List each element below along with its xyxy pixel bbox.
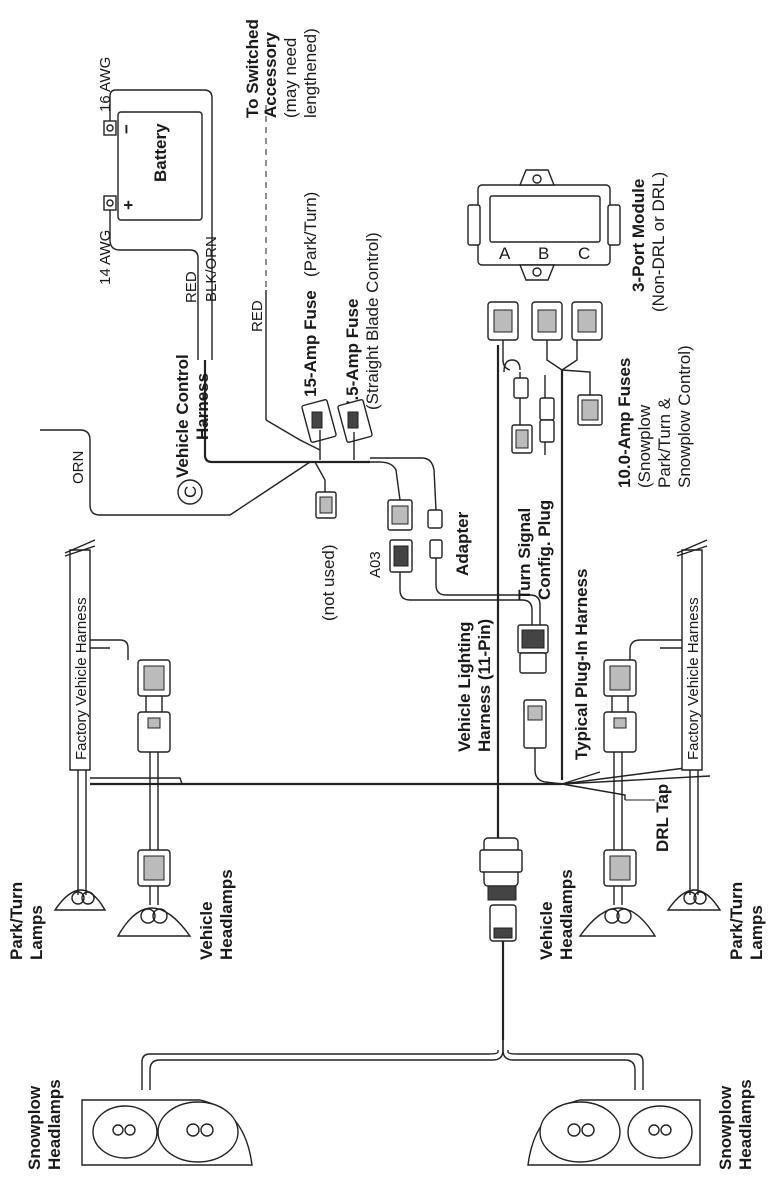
switched-accessory-note-1: (may need	[281, 38, 300, 118]
vehicle-lighting-plug-connector	[517, 624, 549, 674]
plug-in-harness-label: Typical Plug-In Harness	[572, 569, 591, 760]
wire-color-blk-orn: BLK/ORN	[203, 236, 220, 302]
battery-negative-sign: −	[117, 124, 136, 134]
wire-14awg-label: 14 AWG	[97, 230, 114, 285]
vehicle-headlamp-plug-right	[603, 659, 637, 887]
park-turn-left-label-2: Lamps	[27, 905, 46, 960]
vehicle-headlamp-plug-left-top	[137, 659, 171, 887]
fuse-15a-note: (Park/Turn)	[301, 192, 320, 277]
wire-color-orn: ORN	[70, 451, 87, 484]
not-used-label: (not used)	[319, 544, 338, 621]
fuse-holder-7-5a	[337, 399, 373, 443]
module-title: 3-Port Module	[629, 179, 648, 292]
fuse-10a-note-3: Snowplow Control)	[675, 345, 694, 488]
park-turn-lamp-right	[666, 889, 722, 911]
snowplow-headlamps-left-2: Headlamps	[45, 1079, 64, 1170]
battery: Battery − +	[103, 111, 203, 221]
vehicle-control-title-2: Harness	[193, 373, 212, 440]
port-c-label: C	[578, 244, 590, 263]
fuse-10a-note-2: Park/Turn &	[655, 397, 674, 488]
adapter-tag: A03	[367, 551, 384, 578]
vehicle-headlamps-right-label-2: Headlamps	[557, 869, 576, 960]
park-turn-left-label-1: Park/Turn	[7, 882, 26, 960]
not-used-connector	[315, 491, 337, 519]
vehicle-control-title-1: Vehicle Control	[173, 354, 192, 478]
snowplow-headlamps-left-1: Snowplow	[25, 1085, 44, 1170]
three-port-module	[467, 169, 621, 281]
vehicle-control-circle	[177, 479, 203, 505]
switched-accessory-title-1: To Switched	[243, 19, 262, 118]
port-a-label: A	[499, 244, 511, 263]
factory-harness-left: Factory Vehicle Harness	[64, 539, 129, 868]
wire-16awg-label: 16 AWG	[97, 57, 114, 112]
factory-harness-right: Factory Vehicle Harness	[629, 539, 708, 880]
adapter-label: Adapter	[453, 511, 472, 576]
battery-positive-sign: +	[119, 200, 138, 210]
vehicle-headlamps-right-label-1: Vehicle	[537, 901, 556, 960]
port-b-label: B	[538, 244, 549, 263]
fuse-10a-note-1: (Snowplow	[635, 404, 654, 488]
factory-harness-left-label: Factory Vehicle Harness	[73, 597, 90, 760]
snowplow-headlamps-right-2: Headlamps	[736, 1079, 755, 1170]
snowplow-headlamp-left	[81, 1099, 253, 1166]
vehicle-headlamp-right	[578, 907, 657, 937]
vehicle-lighting-label-1: Vehicle Lighting	[455, 622, 474, 752]
wire-color-red-2: RED	[249, 300, 266, 332]
park-turn-right-label-1: Park/Turn	[727, 882, 746, 960]
snowplow-headlamps-right-1: Snowplow	[716, 1085, 735, 1170]
plug-in-connector	[523, 699, 547, 749]
vehicle-headlamps-left-label-1: Vehicle	[197, 901, 216, 960]
turn-signal-label-1: Turn Signal	[515, 508, 534, 600]
switched-accessory-title-2: Accessory	[261, 31, 280, 118]
drl-tap-label: DRL Tap	[653, 784, 672, 852]
turn-signal-label-2: Config. Plug	[535, 500, 554, 600]
wire-color-red-1: RED	[183, 271, 200, 303]
fuse-holders-10a	[539, 394, 603, 443]
fuse-10a-label: 10.0-Amp Fuses	[615, 358, 634, 488]
adapter-connectors	[387, 499, 443, 573]
fuse-7-5a-note: (Straight Blade Control)	[363, 232, 382, 410]
fuse-holder-15a	[301, 399, 337, 443]
fuse-7-5a-label: 7.5-Amp Fuse	[343, 299, 362, 410]
factory-harness-right-label: Factory Vehicle Harness	[685, 597, 702, 760]
vehicle-control-circle-letter: C	[181, 486, 200, 498]
park-turn-lamp-left	[53, 889, 107, 911]
snowplow-headlamp-right	[527, 1099, 701, 1166]
eleven-pin-plug	[479, 837, 523, 942]
battery-label: Battery	[151, 123, 170, 182]
module-port-plugs	[487, 301, 603, 341]
module-subtitle: (Non-DRL or DRL)	[649, 172, 668, 312]
vehicle-lighting-label-2: Harness (11-Pin)	[475, 619, 494, 752]
fuse-15a-label: 15-Amp Fuse	[301, 290, 320, 397]
park-turn-right-label-2: Lamps	[747, 905, 766, 960]
switched-accessory-note-2: lengthened)	[301, 28, 320, 118]
turn-signal-config-plug	[511, 377, 533, 454]
vehicle-headlamp-left	[116, 907, 192, 937]
vehicle-headlamps-left-label-2: Headlamps	[217, 869, 236, 960]
